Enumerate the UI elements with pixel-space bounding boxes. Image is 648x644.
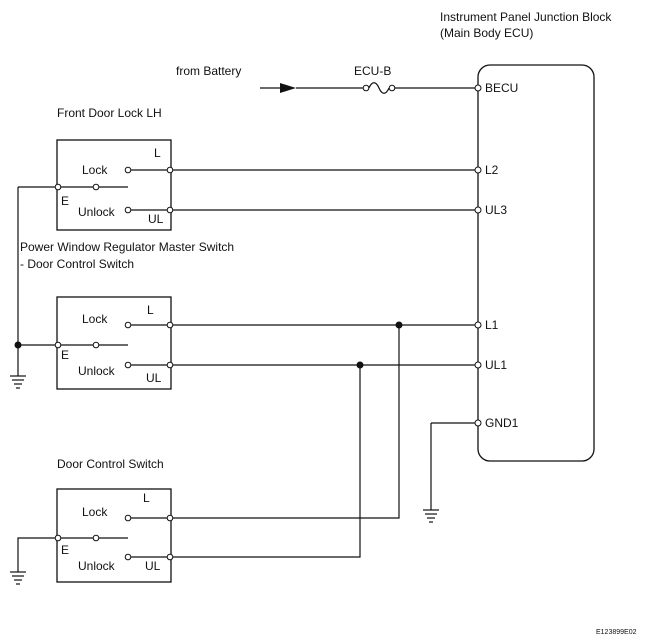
switch3-lock-label: Lock <box>82 505 108 519</box>
ecu-ground-icon <box>423 509 439 523</box>
switch2-lock-label: Lock <box>82 312 108 326</box>
battery-arrow-icon <box>260 83 296 93</box>
switch3-term-e: E <box>61 543 69 557</box>
switch2-contacts <box>54 321 174 369</box>
pin-ul1-node <box>474 361 482 369</box>
switch3-term-l: L <box>143 491 150 505</box>
switch3-term-ul: UL <box>145 559 161 573</box>
pin-l1-label: L1 <box>485 318 499 332</box>
fuse-icon <box>362 82 396 94</box>
switch2-ground-junction <box>14 341 22 349</box>
switch2-title-line2: - Door Control Switch <box>20 257 134 271</box>
switch2-term-l: L <box>147 303 154 317</box>
switch3-unlock-label: Unlock <box>78 559 116 573</box>
switch1-term-l: L <box>154 146 161 160</box>
pin-l1-node <box>474 321 482 329</box>
ecu-title-line1: Instrument Panel Junction Block <box>440 10 612 24</box>
switch2-term-ul: UL <box>146 371 162 385</box>
switch1-term-ul: UL <box>148 212 164 226</box>
switch3-ul-wire <box>173 365 361 558</box>
pin-l2-label: L2 <box>485 163 499 177</box>
pin-ul3-node <box>474 206 482 214</box>
pin-gnd1-label: GND1 <box>485 416 519 430</box>
switch3-ground-icon <box>10 571 26 585</box>
switch3-title: Door Control Switch <box>57 457 164 471</box>
pin-l2-node <box>474 166 482 174</box>
pin-becu-node <box>474 84 482 92</box>
pin-becu-label: BECU <box>485 81 518 95</box>
switch1-contacts <box>54 166 174 214</box>
switch3-ground-wire <box>17 537 55 572</box>
switch1-unlock-label: Unlock <box>78 205 116 219</box>
ecu-title-line2: (Main Body ECU) <box>440 26 533 40</box>
switch2-term-e: E <box>61 348 69 362</box>
switch1-term-e: E <box>61 194 69 208</box>
switch2-unlock-label: Unlock <box>78 364 116 378</box>
switch3-contacts <box>54 514 174 561</box>
switch1-title: Front Door Lock LH <box>57 106 162 120</box>
switch3-l-wire <box>173 325 400 519</box>
ecu-block <box>477 64 595 462</box>
pin-ul3-label: UL3 <box>485 203 507 217</box>
pin-gnd1-node <box>474 419 482 427</box>
switch2-title-line1: Power Window Regulator Master Switch <box>20 240 234 254</box>
pin-ul1-label: UL1 <box>485 358 507 372</box>
battery-label: from Battery <box>176 64 241 78</box>
fuse-label: ECU-B <box>354 64 391 78</box>
ground-icon <box>10 375 26 389</box>
figure-code: E123899E02 <box>596 629 637 636</box>
switch1-lock-label: Lock <box>82 163 108 177</box>
